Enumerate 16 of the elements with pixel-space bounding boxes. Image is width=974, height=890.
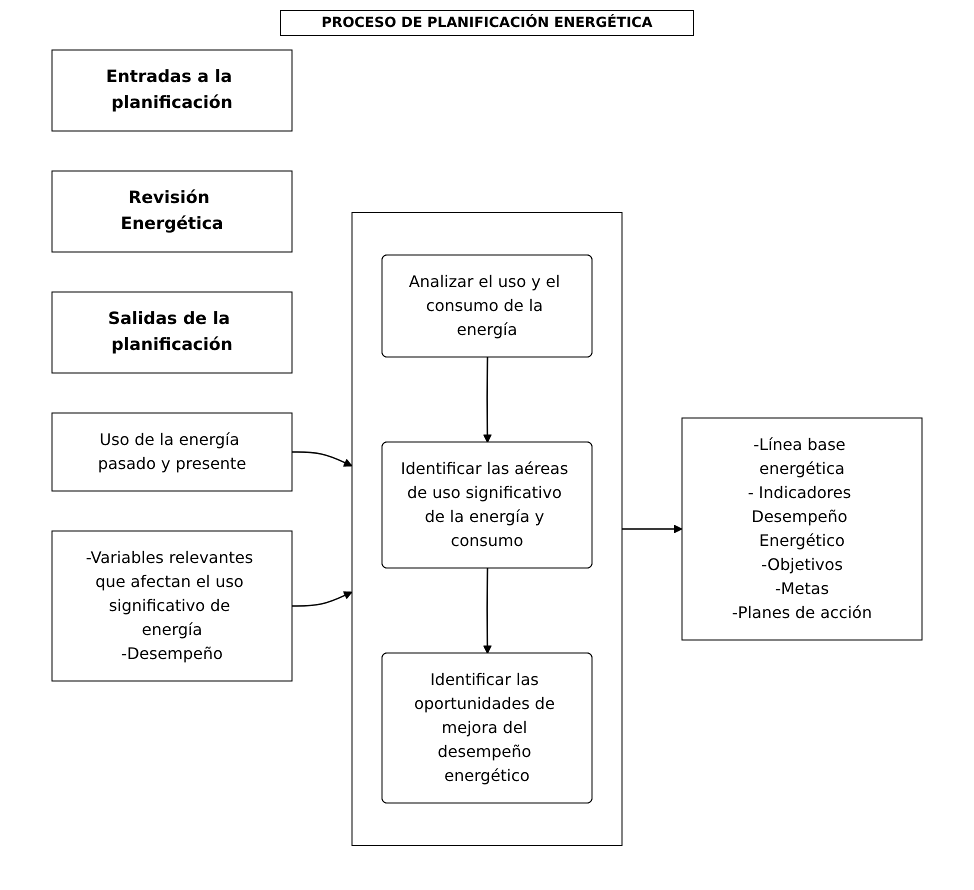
arrow <box>483 568 492 654</box>
arrow <box>483 358 492 443</box>
node-box: Uso de la energía pasado y presente <box>52 412 292 492</box>
node-box: Entradas a la planificación <box>52 50 292 132</box>
node-text: Identificar las oportunidades de mejora del desempeño energético <box>414 670 555 785</box>
node-text: Analizar el uso y el consumo de la energía <box>408 272 560 339</box>
node-box: Revisión Energética <box>52 170 292 252</box>
arrow <box>622 524 682 534</box>
node-box: -Variables relevantes que afectan el uso significativo de energía -Desempeño <box>52 530 292 682</box>
arrow <box>292 591 352 607</box>
arrow <box>292 451 352 467</box>
node-text: Identificar las aéreas de uso significativo de la energía y consumo <box>400 459 568 550</box>
node-box: -Línea base energética - Indicadores Desempeño Energético -Objetivos -Metas -Planes de acción <box>682 418 922 640</box>
diagram-title: PROCESO DE PLANIFICACIÓN ENERGÉTICA <box>280 10 694 36</box>
node-box: Salidas de la planificación <box>52 292 292 374</box>
cluster <box>352 212 622 846</box>
